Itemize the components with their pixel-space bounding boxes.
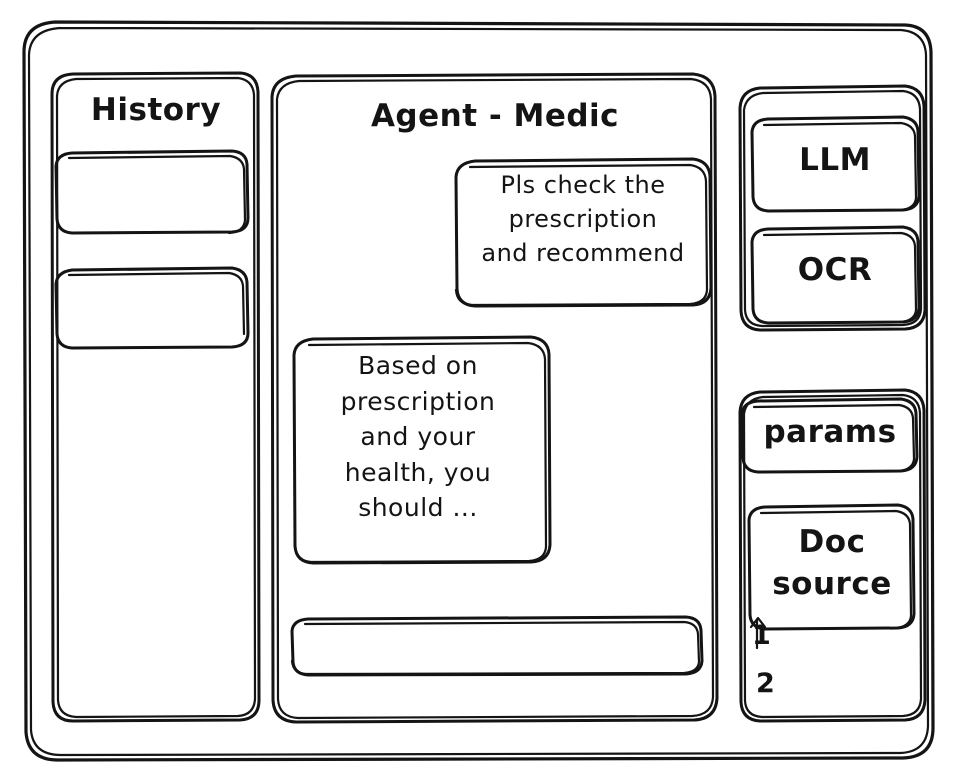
history-item-2[interactable] xyxy=(56,268,249,349)
doc-source-box[interactable] xyxy=(749,505,915,630)
page-title: Agent - Medic xyxy=(370,98,620,134)
assistant-message-text: Based on prescription and your health, y… xyxy=(340,351,496,522)
doc-source-item-2[interactable]: 2 xyxy=(756,668,775,699)
doc-source-item-1[interactable]: 1 xyxy=(752,620,771,651)
doc-source-title: Doc source xyxy=(772,524,892,602)
params-button-label: params xyxy=(763,414,897,450)
user-message-text: Pls check the prescription and recommend xyxy=(481,171,685,268)
params-button[interactable] xyxy=(742,399,918,473)
history-item-1[interactable] xyxy=(56,151,249,234)
assistant-message-bubble[interactable] xyxy=(294,337,551,564)
tool-llm-button[interactable] xyxy=(752,117,920,212)
history-panel-title: History xyxy=(90,92,222,128)
user-message-bubble[interactable] xyxy=(456,159,712,307)
tool-llm-label: LLM xyxy=(799,142,871,178)
message-input[interactable] xyxy=(292,617,703,676)
tool-ocr-button[interactable] xyxy=(752,227,920,324)
tool-ocr-label: OCR xyxy=(797,252,873,288)
